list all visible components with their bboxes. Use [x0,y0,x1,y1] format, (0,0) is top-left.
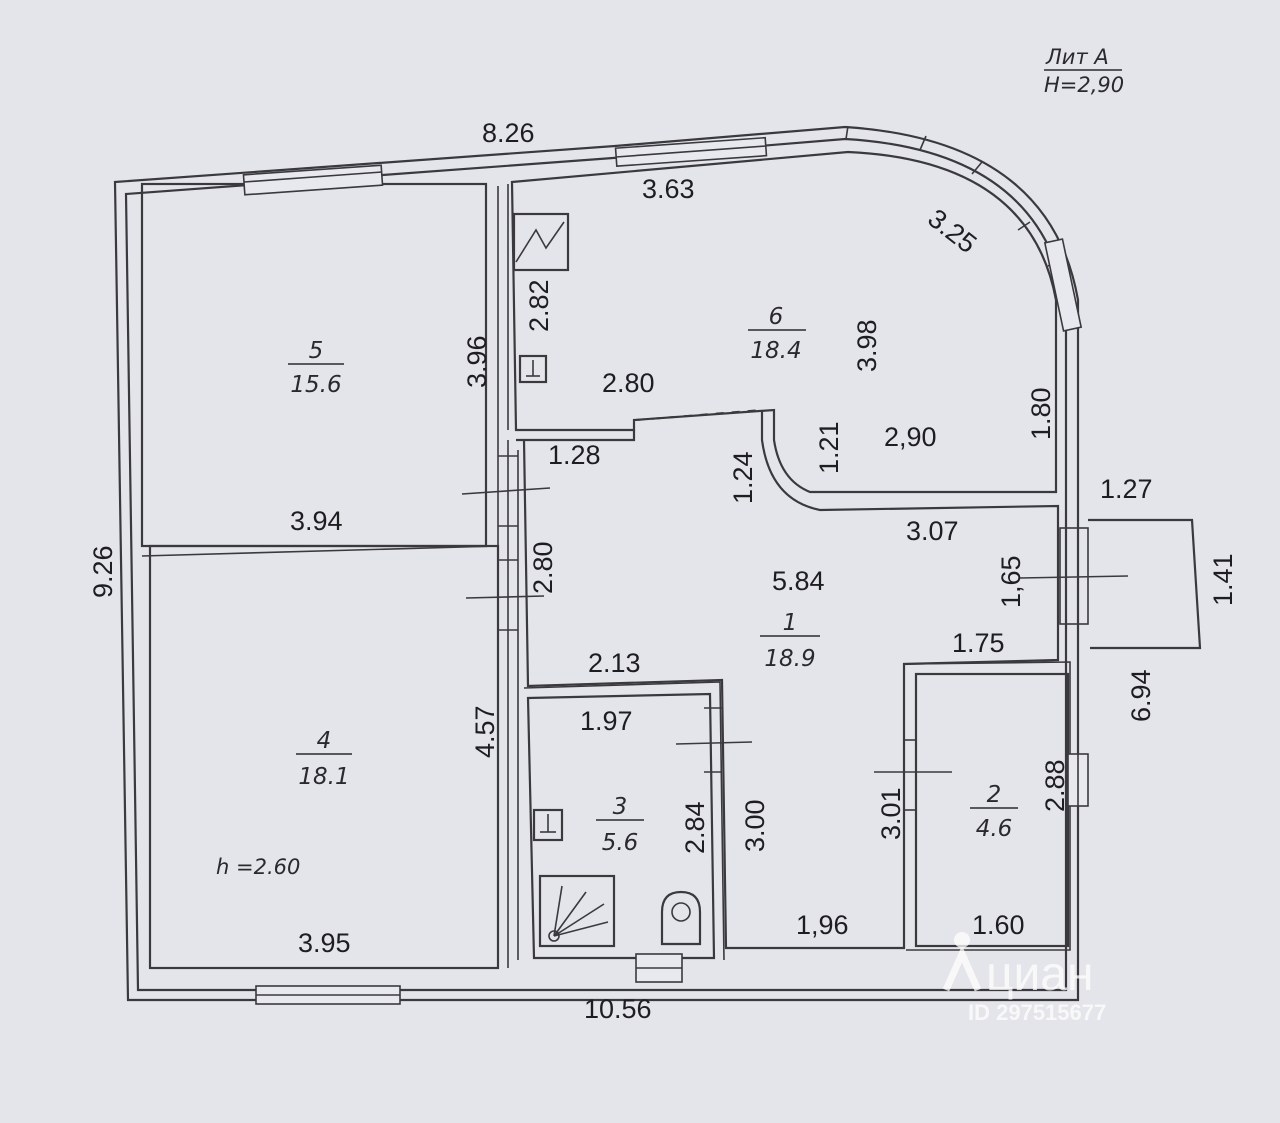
dim-r5-bottom: 3.94 [290,506,343,536]
dim-r6-inner: 2,90 [884,422,937,452]
toilet-icon [660,890,702,946]
dim-r3-right: 2.84 [680,801,710,854]
svg-text:5.6: 5.6 [602,830,639,856]
svg-text:18.4: 18.4 [750,338,801,364]
svg-text:18.1: 18.1 [298,764,349,790]
dim-r6-right: 1.80 [1026,387,1056,440]
dim-r2-bottom: 1.60 [972,910,1025,940]
boiler-icon [518,354,548,384]
dim-hall-right-top: 3.07 [906,516,959,546]
watermark-brand: циан [986,948,1094,1001]
dim-r4-bottom: 3.95 [298,928,351,958]
dim-porch-depth: 1.41 [1208,553,1238,606]
porch [1059,518,1202,650]
dim-hall-bottom-left: 2.13 [588,648,641,678]
dim-hall-top: 1.28 [548,440,601,470]
dim-r6-step: 1.21 [814,421,844,474]
svg-text:6: 6 [769,304,784,330]
room-label-5: 5 15.6 [288,338,344,398]
room-label-2: 2 4.6 [970,782,1018,842]
kitchen-opening [635,409,763,421]
svg-text:18.9: 18.9 [764,646,815,672]
svg-text:15.6: 15.6 [290,372,341,398]
dim-r6-mid: 2.80 [602,368,655,398]
watermark-id: ID 297515677 [968,1000,1106,1025]
dim-arc: 3.25 [922,203,982,259]
dim-bottom-total: 10.56 [584,994,652,1024]
dim-right-total: 6.94 [1126,669,1156,722]
dim-r3-top: 1.97 [580,706,633,736]
watermark: циан ID 297515677 [942,932,1106,1025]
dim-hall-left: 2.80 [528,541,558,594]
room-3-outline [526,692,716,960]
dim-r6-height: 3.98 [852,319,882,372]
room-label-6: 6 18.4 [748,304,806,364]
svg-text:3: 3 [613,794,628,820]
dim-r2-left: 3.01 [876,787,906,840]
room-label-1: 1 18.9 [760,610,820,672]
dim-hall-step: 1.24 [728,451,758,504]
dim-left-total: 9.26 [88,545,118,598]
heater-icon [532,808,564,842]
svg-text:4.6: 4.6 [976,816,1013,842]
room-6-outline [510,150,1058,494]
dim-r2-top: 1.75 [952,628,1005,658]
dim-porch-width: 1.27 [1100,474,1153,504]
dim-kitchen-top: 3.63 [642,174,695,204]
svg-text:5: 5 [309,338,324,364]
dim-top-total: 8.26 [482,118,535,148]
door-markers [461,455,1129,811]
windows [242,136,1089,1005]
cian-logo-icon [942,932,982,992]
room-4-outline [148,544,500,970]
dim-hall-lower: 3.00 [740,799,770,852]
dim-door-width: 1,65 [996,555,1026,608]
room-label-4: 4 18.1 [296,728,352,790]
svg-text:4: 4 [317,728,332,754]
dim-r5-right: 3.96 [462,335,492,388]
svg-text:2: 2 [987,782,1002,808]
ceiling-note: h =2.60 [216,855,300,879]
dim-hall-bottom: 1,96 [796,910,849,940]
height-label: H=2,90 [1044,73,1124,97]
dim-r2-right: 2.88 [1040,759,1070,812]
dim-hall-width: 5.84 [772,566,825,596]
svg-text:1: 1 [783,610,798,636]
dim-r4-right: 4.57 [470,705,500,758]
dim-r6-left: 2.82 [524,279,554,332]
shower-icon [538,874,616,948]
room-1-outline [516,410,1060,950]
room-label-3: 3 5.6 [596,794,644,856]
liter-label: Лит А [1045,45,1109,69]
partitions [141,184,519,968]
stove-icon [512,212,570,272]
room-5-outline [140,182,488,548]
